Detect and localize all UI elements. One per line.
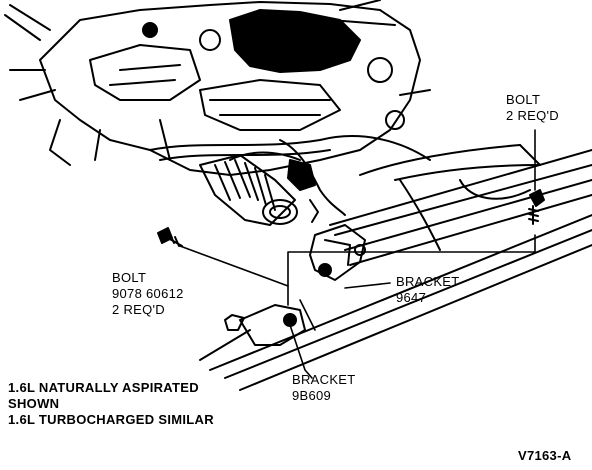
caption: 1.6L NATURALLY ASPIRATED SHOWN 1.6L TURB… [8, 380, 214, 428]
bracket-9647-part: 9647 [396, 290, 427, 305]
bolt-top-shape [528, 189, 545, 225]
bolt-left-name: BOLT [112, 270, 147, 285]
caption-line-3: 1.6L TURBOCHARGED SIMILAR [8, 412, 214, 427]
bracket-9647-name: BRACKET [396, 274, 460, 289]
frame-rail [199, 214, 592, 391]
bracket-9b609-label: BRACKET 9B609 [292, 372, 356, 404]
bracket-9b609-shape [224, 304, 306, 346]
bolt-top-label: BOLT 2 REQ'D [506, 92, 559, 124]
figure-id: V7163-A [518, 448, 572, 463]
bolt-left-part: 9078 60612 [112, 286, 184, 301]
engine-block [4, 0, 431, 176]
caption-line-1: 1.6L NATURALLY ASPIRATED [8, 380, 199, 395]
bolt-top-name: BOLT [506, 92, 541, 107]
leader-lines [179, 129, 536, 379]
air-intake-boot [199, 154, 316, 226]
bolt-left-shape [157, 227, 183, 247]
caption-line-2: SHOWN [8, 396, 60, 411]
fender-panel [329, 144, 592, 266]
bolt-left-label: BOLT 9078 60612 2 REQ'D [112, 270, 184, 318]
bolt-left-qty: 2 REQ'D [112, 302, 165, 317]
bracket-9b609-name: BRACKET [292, 372, 356, 387]
bracket-9b609-part: 9B609 [292, 388, 332, 403]
bolt-top-qty: 2 REQ'D [506, 108, 559, 123]
bracket-9647-label: BRACKET 9647 [396, 274, 460, 306]
bracket-9647-shape [309, 199, 366, 281]
